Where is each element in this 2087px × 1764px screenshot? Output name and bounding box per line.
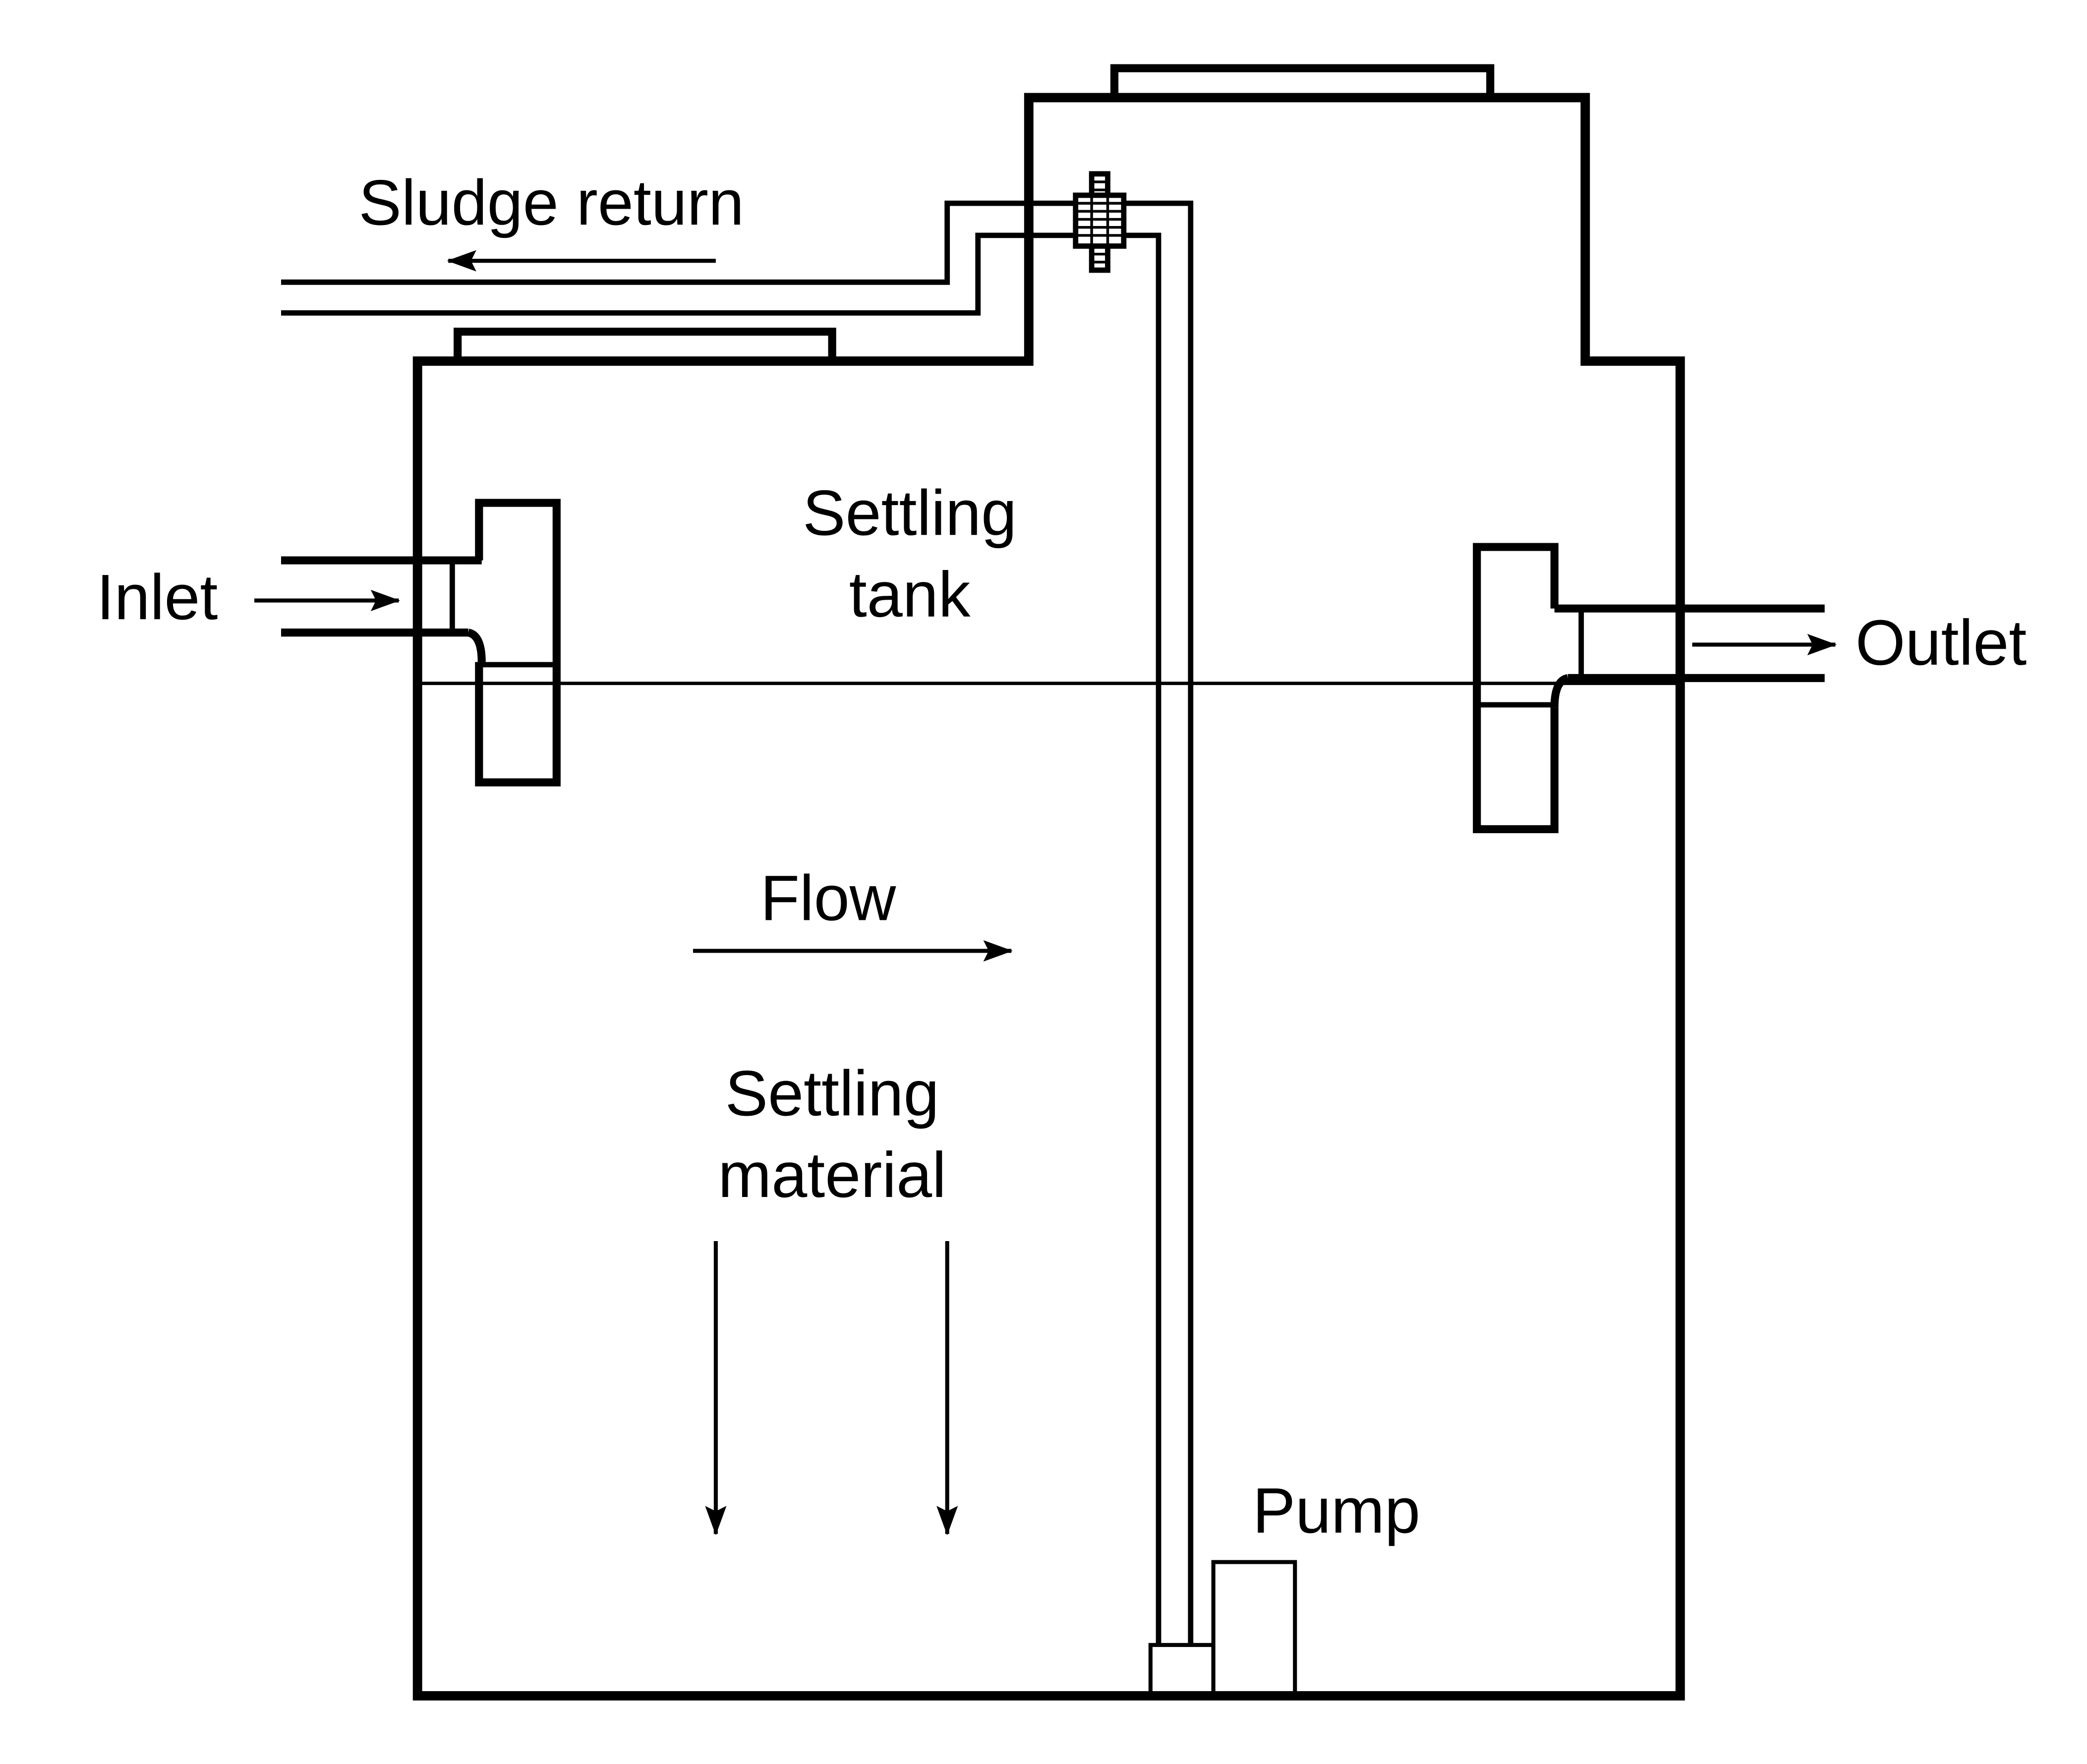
outlet-pipe — [1473, 543, 1825, 834]
flow-label: Flow — [760, 862, 896, 934]
access-cover-right — [1110, 64, 1495, 95]
pump-label: Pump — [1253, 1475, 1420, 1546]
settling-material-label-line2: material — [718, 1139, 946, 1211]
settling-tank-label-line1: Settling — [803, 477, 1017, 549]
settling-tank-label-line2: tank — [849, 559, 971, 630]
pump-icon — [1148, 1560, 1297, 1696]
sludge-return-label: Sludge return — [358, 167, 744, 238]
outlet-label: Outlet — [1855, 607, 2027, 679]
tank-wall — [412, 93, 1685, 1701]
valve-icon — [1073, 171, 1127, 273]
access-cover-left — [454, 328, 836, 359]
sludge-return-pipe-outer — [281, 200, 1194, 1645]
sludge-return-pipe-inner — [281, 232, 1161, 1645]
inlet-pipe — [281, 499, 561, 787]
inlet-label: Inlet — [97, 562, 218, 633]
settling-material-label-line1: Settling — [725, 1058, 939, 1129]
